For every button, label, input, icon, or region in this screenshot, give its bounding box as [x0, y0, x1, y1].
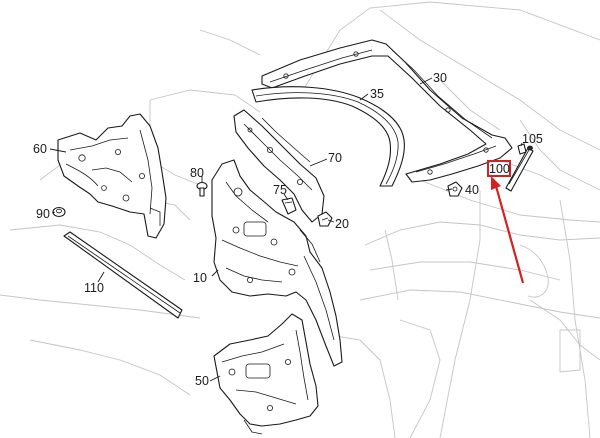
part-20-clip: [317, 211, 333, 227]
part-30-upper-frame: [261, 39, 513, 183]
highlight-arrow-head: [491, 176, 501, 190]
part-60-front-bracket: [57, 113, 167, 239]
part-35-seal-strip: [251, 86, 405, 187]
part-number-labels: 10 20 30 35 40 50 60 70 75 80 90 100 105…: [33, 71, 543, 388]
label-10: 10: [193, 271, 207, 285]
label-40: 40: [465, 183, 479, 197]
label-90: 90: [36, 207, 50, 221]
label-80: 80: [190, 166, 204, 180]
highlight-arrow-shaft: [494, 185, 525, 284]
part-110-strip: [63, 231, 183, 319]
leader-lines: [49, 77, 523, 382]
label-110: 110: [84, 281, 104, 295]
part-100-strut-rod: [505, 145, 534, 192]
label-70: 70: [328, 151, 342, 165]
part-10-side-panel: [211, 159, 343, 367]
label-35: 35: [370, 87, 384, 101]
part-50-lower-bracket: [213, 313, 319, 435]
label-75: 75: [273, 183, 287, 197]
label-105: 105: [522, 132, 543, 146]
label-100: 100: [489, 162, 510, 176]
part-80-bolt: [196, 181, 208, 197]
part-75-clip: [281, 197, 297, 215]
part-70-reinforcement: [233, 109, 325, 223]
label-60: 60: [33, 142, 47, 156]
part-40-fastener: [447, 181, 463, 197]
part-90-fastener: [52, 206, 66, 218]
highlight-box: [487, 160, 511, 177]
label-30: 30: [433, 71, 447, 85]
label-20: 20: [335, 217, 349, 231]
label-50: 50: [195, 374, 209, 388]
highlight-callout: [487, 160, 525, 284]
